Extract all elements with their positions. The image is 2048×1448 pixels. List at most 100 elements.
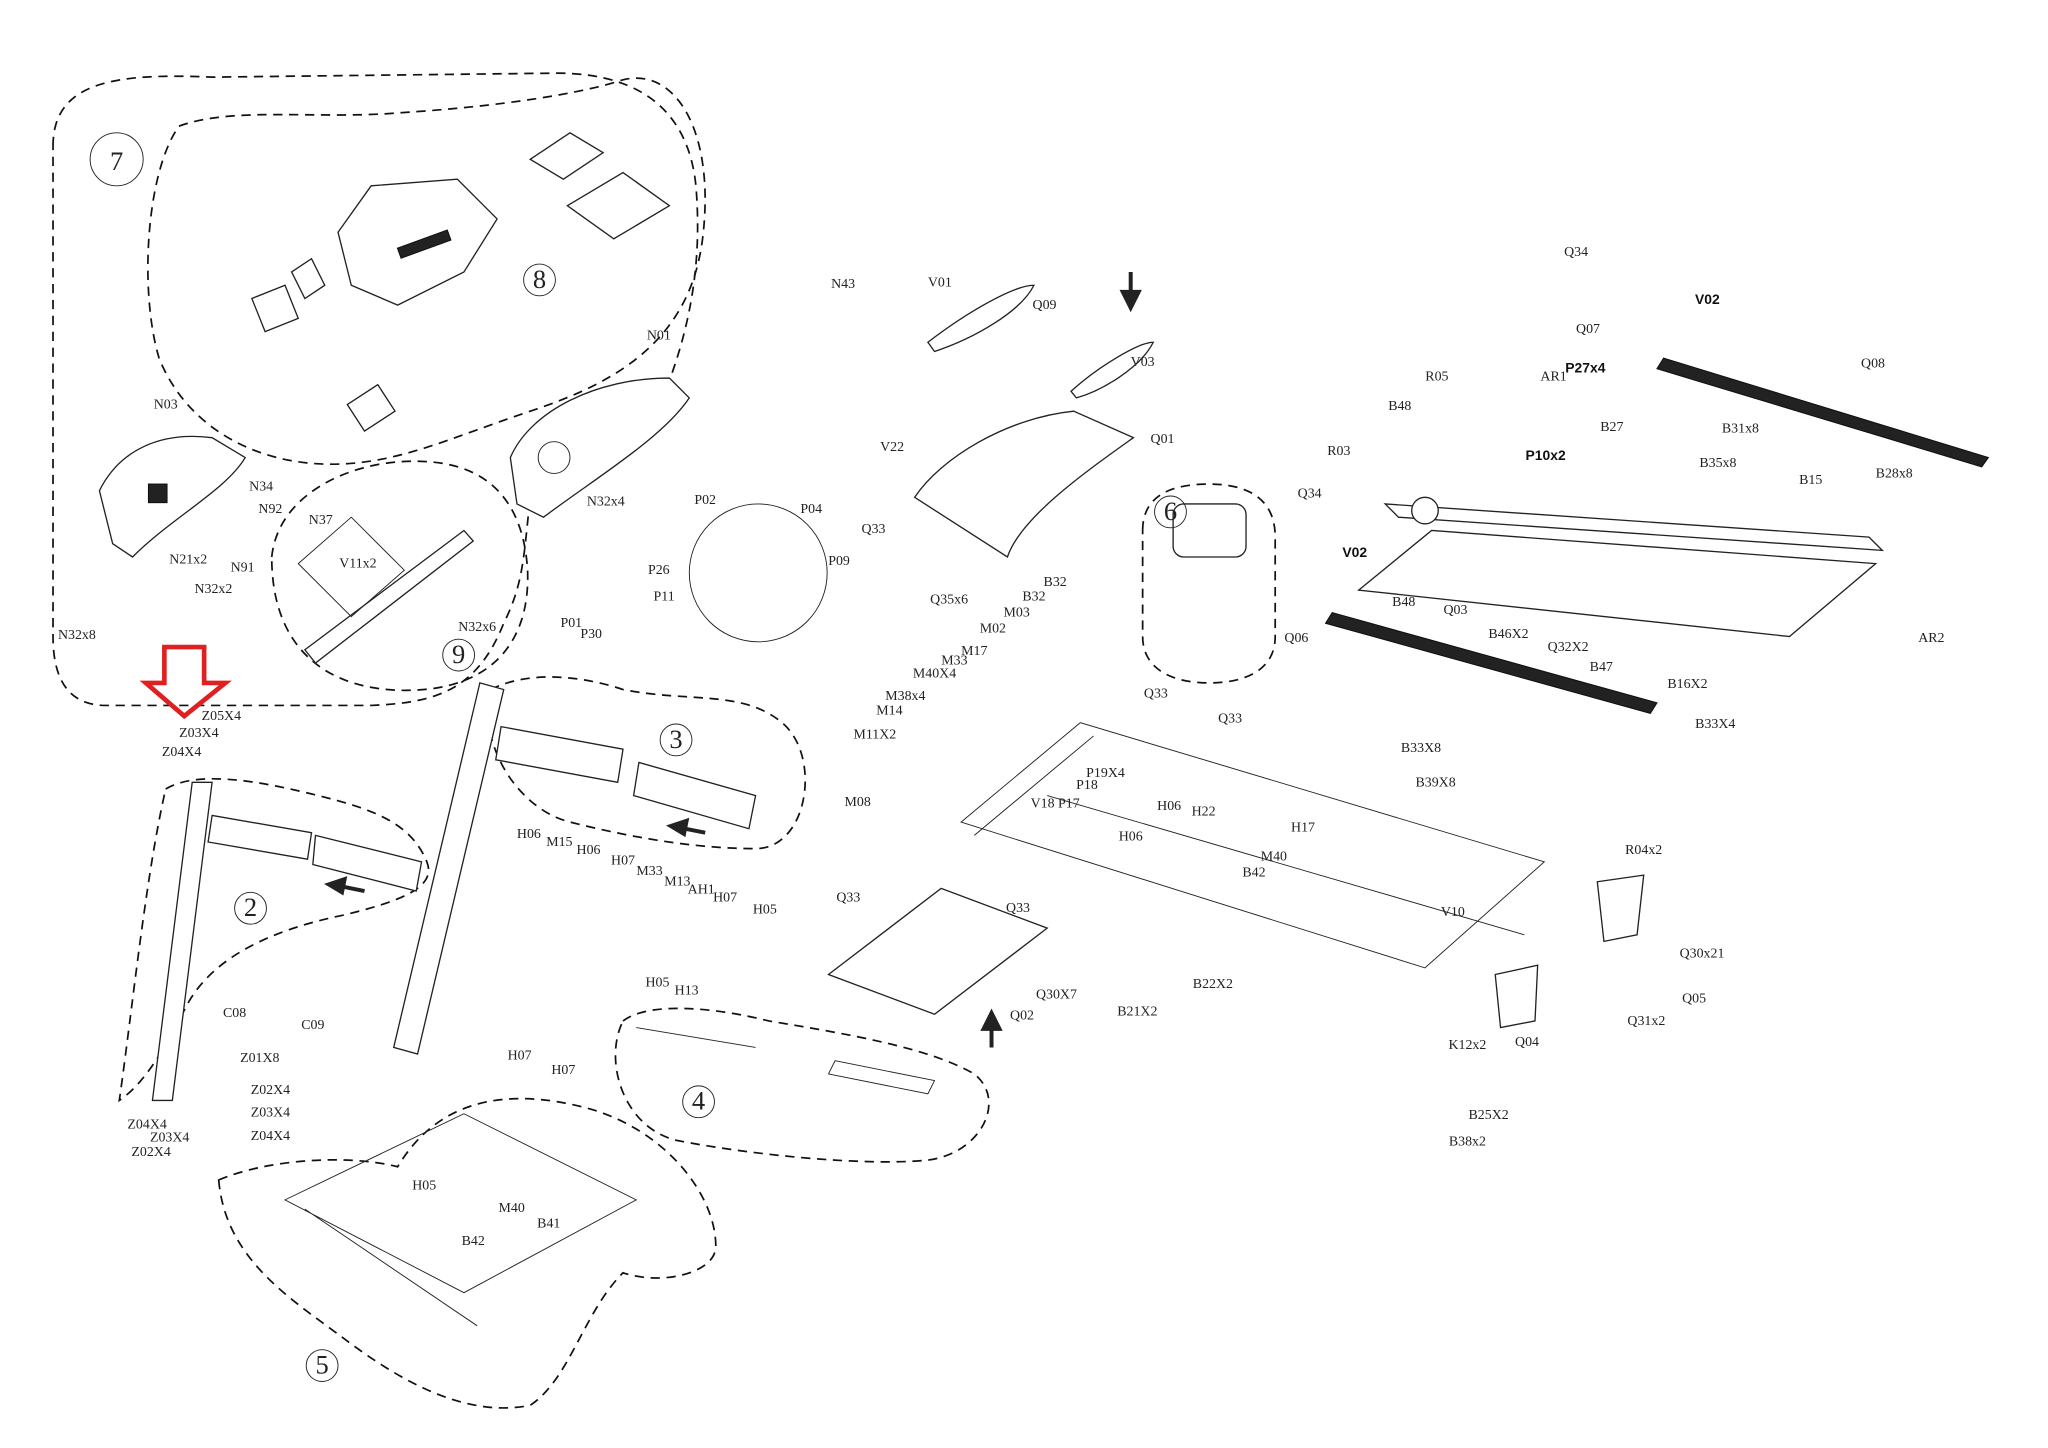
part-label-b42: B42: [462, 1234, 485, 1249]
part-label-b32: B32: [1022, 590, 1045, 605]
group-number: 9: [452, 639, 465, 669]
armrest-pads-3: [495, 725, 757, 830]
part-label-b33x8: B33X8: [1401, 741, 1441, 756]
left-upright: [151, 781, 213, 1102]
group-7-outline: [52, 72, 699, 707]
group-2-outline: [118, 777, 430, 1103]
part-label-h07: H07: [713, 891, 737, 906]
part-label-n91: N91: [231, 561, 255, 576]
arrow-left-icon: [324, 817, 706, 896]
side-rail-q08: [1656, 357, 1990, 468]
key-switches: [250, 257, 326, 333]
part-label-m02: M02: [980, 622, 1006, 637]
part-label-q01: Q01: [1151, 432, 1175, 447]
part-label-v01: V01: [928, 276, 952, 291]
part-label-q02: Q02: [1010, 1009, 1034, 1024]
part-label-h17: H17: [1291, 820, 1315, 835]
part-label-h07: H07: [551, 1063, 575, 1078]
part-label-h06: H06: [1157, 799, 1181, 814]
part-label-z03x4: Z03X4: [251, 1105, 290, 1120]
group-5-outline: [217, 1097, 717, 1409]
part-label-p30: P30: [580, 627, 602, 642]
console-chip: [147, 483, 168, 504]
part-label-m11x2: M11X2: [853, 728, 896, 743]
part-label-b25x2: B25X2: [1469, 1108, 1509, 1123]
main-frame: [960, 722, 1546, 969]
side-rail-q03: [1324, 612, 1658, 715]
group-3-outline: [487, 676, 807, 850]
part-label-b48: B48: [1392, 595, 1415, 610]
part-label-b32: B32: [1044, 575, 1067, 590]
arrow-down-icon: [1119, 271, 1142, 313]
part-label-q30x7: Q30X7: [1036, 987, 1077, 1002]
group-8-outline: [147, 77, 706, 466]
group-circle: [682, 1085, 715, 1119]
group-circle: [659, 723, 693, 757]
group-number: 7: [110, 146, 123, 176]
rear-cap-q04: [1494, 964, 1539, 1029]
group-9-outline: [270, 460, 529, 692]
part-label-m40x4: M40X4: [913, 667, 956, 682]
part-label-q34: Q34: [1564, 245, 1588, 260]
part-label-b41: B41: [537, 1217, 560, 1232]
part-label-b28x8: B28x8: [1876, 466, 1913, 481]
part-label-v02: V02: [1342, 544, 1367, 560]
part-label-z05x4: Z05X4: [202, 709, 241, 724]
group-circle: [523, 263, 556, 297]
part-label-q33: Q33: [836, 891, 860, 906]
group-number: 5: [315, 1350, 328, 1380]
part-label-z03x4: Z03X4: [150, 1131, 189, 1146]
part-label-v10: V10: [1441, 905, 1465, 920]
group-circle: [89, 132, 144, 187]
group-6-outline: [1141, 483, 1277, 684]
part-label-b48: B48: [1388, 399, 1411, 414]
part-label-h05: H05: [646, 975, 670, 990]
part-label-v11x2: V11x2: [339, 557, 376, 572]
part-label-n32x2: N32x2: [194, 582, 232, 597]
part-label-p01: P01: [560, 616, 582, 631]
electronics-circle: [688, 503, 828, 643]
part-label-z02x4: Z02X4: [251, 1083, 290, 1098]
part-label-v22: V22: [880, 440, 904, 455]
part-label-m08: M08: [845, 795, 871, 810]
part-label-z03x4: Z03X4: [179, 726, 218, 741]
part-label-b47: B47: [1590, 660, 1613, 675]
part-label-h06: H06: [517, 827, 541, 842]
part-label-q03: Q03: [1443, 603, 1467, 618]
part-label-q30x21: Q30x21: [1680, 946, 1725, 961]
part-label-q33: Q33: [1144, 686, 1168, 701]
part-label-q09: Q09: [1033, 298, 1057, 313]
motor-hood: [913, 410, 1135, 558]
part-label-q31x2: Q31x2: [1627, 1014, 1665, 1029]
part-label-z04x4: Z04X4: [127, 1117, 166, 1132]
part-label-b39x8: B39X8: [1415, 775, 1455, 790]
right-upright: [392, 682, 505, 1055]
part-label-n34: N34: [249, 480, 273, 495]
hood-hole: [537, 441, 571, 474]
part-label-m15: M15: [546, 835, 572, 850]
crossbar-frame: [297, 516, 405, 618]
part-label-v03: V03: [1131, 355, 1155, 370]
part-label-ar2: AR2: [1918, 631, 1944, 646]
part-label-h06: H06: [1119, 830, 1143, 845]
group-circle: [234, 891, 267, 925]
part-label-m33: M33: [941, 653, 967, 668]
bracket: [346, 383, 396, 432]
part-label-q06: Q06: [1284, 631, 1308, 646]
part-label-z04x4: Z04X4: [162, 745, 201, 760]
part-label-p26: P26: [648, 563, 670, 578]
group-circle: [1154, 495, 1187, 529]
part-label-b27: B27: [1600, 420, 1623, 435]
part-label-z04x4: Z04X4: [251, 1129, 290, 1144]
part-label-h22: H22: [1192, 804, 1216, 819]
part-label-v02: V02: [1695, 291, 1720, 307]
part-label-n01: N01: [647, 329, 671, 344]
group-4-outline: [614, 1007, 990, 1163]
part-label-h05: H05: [412, 1178, 436, 1193]
part-label-ah1: AH1: [688, 883, 715, 898]
part-label-b16x2: B16X2: [1667, 677, 1707, 692]
group-number: 8: [533, 264, 546, 294]
running-deck: [1357, 529, 1878, 638]
